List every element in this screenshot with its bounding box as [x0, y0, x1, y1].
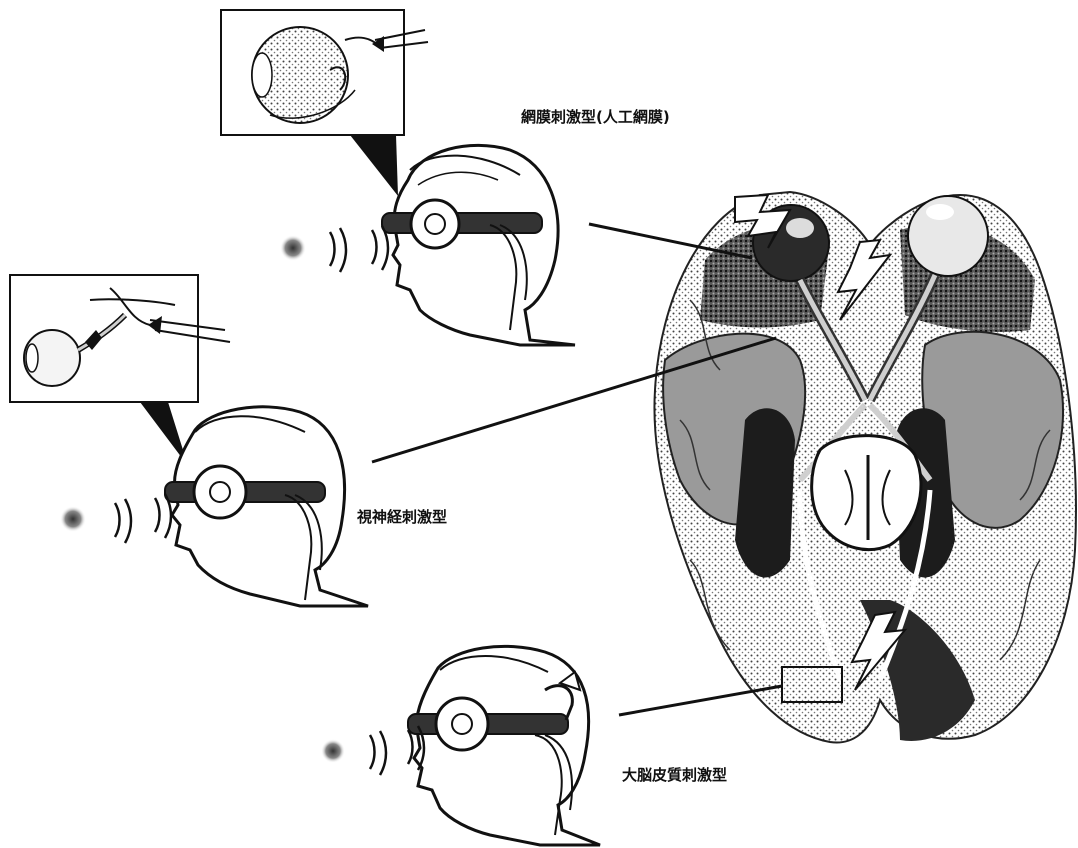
label-retina-stimulation: 網膜刺激型(人工網膜) [521, 106, 670, 127]
retina-inset [221, 10, 428, 196]
head-cortex [321, 646, 600, 845]
label-optic-nerve-stimulation: 視神経刺激型 [357, 506, 447, 527]
head-optic [60, 407, 368, 606]
head-retina [280, 145, 575, 345]
label-cortex-stimulation: 大脳皮質刺激型 [622, 764, 727, 785]
